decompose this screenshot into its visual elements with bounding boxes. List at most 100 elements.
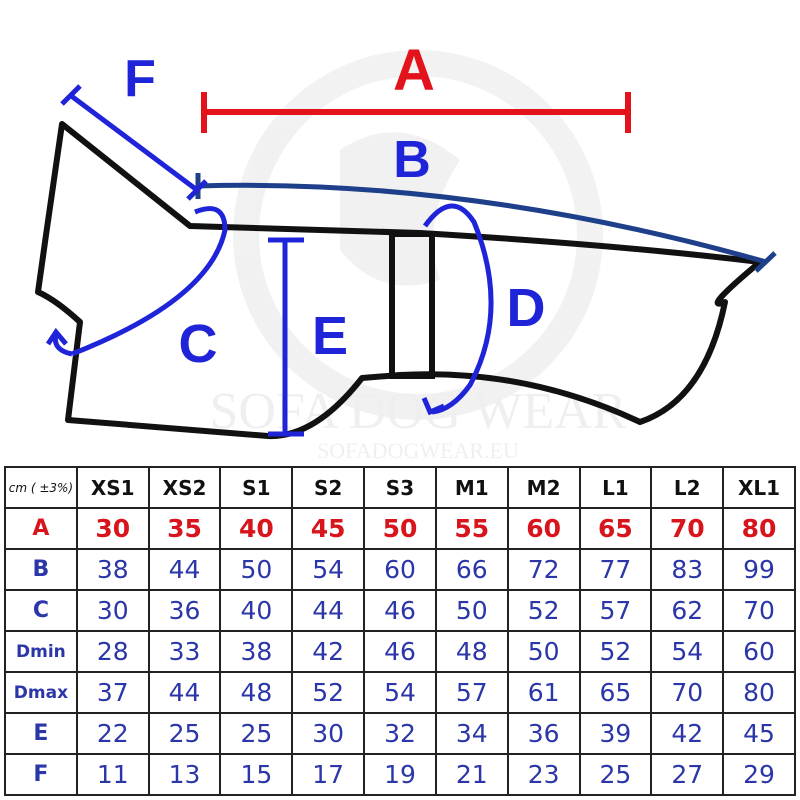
table-cell: 37 (75, 671, 150, 714)
label-f: F (124, 50, 156, 108)
table-cell: 40 (219, 589, 294, 632)
label-d: D (507, 278, 546, 338)
row-label: Dmin (4, 630, 78, 673)
measure-d (421, 203, 494, 416)
table-cell: 57 (578, 589, 653, 632)
measure-e (268, 237, 304, 437)
table-cell: 54 (291, 548, 366, 591)
measure-c (45, 206, 228, 357)
size-header: M1 (434, 466, 509, 509)
label-c: C (179, 314, 218, 374)
table-cell: 83 (650, 548, 725, 591)
belly-strap (389, 231, 435, 379)
table-cell: 34 (434, 712, 509, 755)
table-cell: 45 (291, 507, 366, 550)
table-cell: 42 (291, 630, 366, 673)
table-cell: 35 (147, 507, 222, 550)
table-cell: 52 (578, 630, 653, 673)
table-cell: 70 (650, 671, 725, 714)
table-cell: 29 (722, 753, 796, 796)
table-cell: 30 (291, 712, 366, 755)
table-cell: 36 (147, 589, 222, 632)
size-header: XS2 (147, 466, 222, 509)
table-cell: 39 (578, 712, 653, 755)
size-header: M2 (506, 466, 581, 509)
size-header: L2 (650, 466, 725, 509)
table-cell: 40 (219, 507, 294, 550)
size-header: L1 (578, 466, 653, 509)
table-cell: 36 (506, 712, 581, 755)
garment-measurement-diagram: SOFA DOG WEAR SOFADOGWEAR.EU A B F C E (35, 38, 777, 462)
table-cell: 42 (650, 712, 725, 755)
table-cell: 33 (147, 630, 222, 673)
table-cell: 99 (722, 548, 796, 591)
table-cell: 55 (434, 507, 509, 550)
table-cell: 80 (722, 507, 796, 550)
table-cell: 15 (219, 753, 294, 796)
row-label: F (4, 753, 78, 796)
size-header: S2 (291, 466, 366, 509)
size-chart-table: cm ( ±3%) XS1 XS2 S1 S2 S3 M1 M2 L1 L2 X… (4, 466, 796, 796)
watermark-line2: SOFADOGWEAR.EU (317, 438, 519, 462)
table-cell: 25 (219, 712, 294, 755)
label-e: E (312, 306, 348, 366)
table-cell: 38 (75, 548, 150, 591)
row-label: B (4, 548, 78, 591)
table-cell: 65 (578, 671, 653, 714)
table-cell: 66 (434, 548, 509, 591)
size-header: S1 (219, 466, 294, 509)
table-cell: 38 (219, 630, 294, 673)
table-cell: 32 (363, 712, 437, 755)
table-cell: 61 (506, 671, 581, 714)
table-cell: 46 (363, 630, 437, 673)
size-header: S3 (363, 466, 437, 509)
table-cell: 50 (363, 507, 437, 550)
table-cell: 60 (722, 630, 796, 673)
table-cell: 80 (722, 671, 796, 714)
measure-f (60, 84, 208, 201)
table-cell: 54 (650, 630, 725, 673)
row-label: E (4, 712, 78, 755)
table-cell: 30 (75, 507, 150, 550)
watermark: SOFA DOG WEAR SOFADOGWEAR.EU (209, 50, 627, 462)
measure-a (201, 92, 631, 133)
table-cell: 48 (434, 630, 509, 673)
table-cell: 28 (75, 630, 150, 673)
table-cell: 30 (75, 589, 150, 632)
table-cell: 27 (650, 753, 725, 796)
table-cell: 23 (506, 753, 581, 796)
table-cell: 52 (291, 671, 366, 714)
table-cell: 44 (147, 671, 222, 714)
size-header-row: cm ( ±3%) XS1 XS2 S1 S2 S3 M1 M2 L1 L2 X… (4, 466, 796, 509)
table-cell: 60 (506, 507, 581, 550)
unit-cell: cm ( ±3%) (4, 466, 78, 509)
table-cell: 25 (578, 753, 653, 796)
table-cell: 77 (578, 548, 653, 591)
table-cell: 72 (506, 548, 581, 591)
table-cell: 57 (434, 671, 509, 714)
label-b: B (393, 131, 431, 189)
size-header: XS1 (75, 466, 150, 509)
row-label: A (4, 507, 78, 550)
table-cell: 50 (506, 630, 581, 673)
table-cell: 45 (722, 712, 796, 755)
table-cell: 25 (147, 712, 222, 755)
table-cell: 44 (147, 548, 222, 591)
label-a: A (393, 38, 435, 103)
table-cell: 13 (147, 753, 222, 796)
table-cell: 50 (219, 548, 294, 591)
table-cell: 48 (219, 671, 294, 714)
table-cell: 22 (75, 712, 150, 755)
row-label: C (4, 589, 78, 632)
table-cell: 65 (578, 507, 653, 550)
table-cell: 44 (291, 589, 366, 632)
table-cell: 17 (291, 753, 366, 796)
table-cell: 62 (650, 589, 725, 632)
